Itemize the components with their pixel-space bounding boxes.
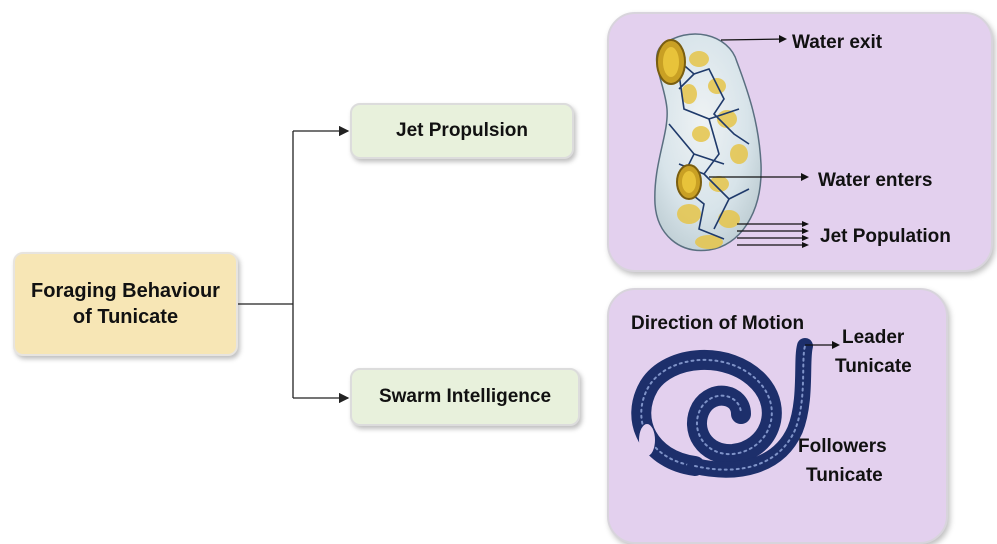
branch-swarm-intelligence: Swarm Intelligence bbox=[350, 368, 580, 426]
root-line-1: Foraging Behaviour bbox=[31, 278, 220, 304]
followers-label-line-1: Followers bbox=[798, 432, 887, 461]
jet-propulsion-panel: Water exit Water enters Jet Population bbox=[607, 12, 993, 272]
leader-label-line-1: Leader bbox=[842, 323, 904, 352]
swarm-intelligence-panel: Direction of Motion Leader Tunicate Foll… bbox=[607, 288, 948, 544]
root-line-2: of Tunicate bbox=[31, 304, 220, 330]
leader-label-line-2: Tunicate bbox=[835, 352, 912, 381]
branch-jet-propulsion-label: Jet Propulsion bbox=[396, 120, 528, 142]
jet-population-label: Jet Population bbox=[820, 222, 951, 251]
direction-of-motion-label: Direction of Motion bbox=[631, 309, 804, 338]
followers-label-line-2: Tunicate bbox=[806, 461, 883, 490]
water-exit-label: Water exit bbox=[792, 28, 882, 57]
branch-jet-propulsion: Jet Propulsion bbox=[350, 103, 574, 159]
branch-swarm-intelligence-label: Swarm Intelligence bbox=[379, 386, 551, 408]
water-enters-label: Water enters bbox=[818, 166, 932, 195]
root-node-foraging-behaviour: Foraging Behaviour of Tunicate bbox=[13, 252, 238, 356]
